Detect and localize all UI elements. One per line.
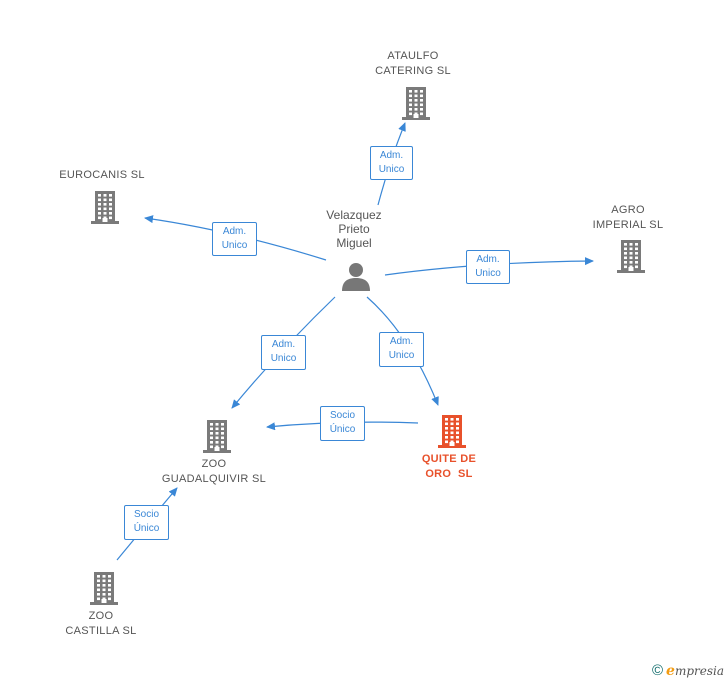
edge-label-line1: Adm. bbox=[379, 150, 404, 161]
edge-label-agro: Adm. Unico bbox=[466, 250, 510, 284]
building-icon[interactable] bbox=[615, 238, 647, 274]
person-icon[interactable] bbox=[340, 260, 372, 292]
edge-label-line2: Único bbox=[133, 523, 160, 534]
edge-label-line1: Adm. bbox=[389, 336, 414, 347]
edge-label-quite-de-oro: Adm. Unico bbox=[379, 332, 424, 367]
company-name-line1: ZOO bbox=[201, 458, 227, 470]
company-label-ataulfo[interactable]: ATAULFO CATERING SL bbox=[353, 49, 473, 79]
copyright-icon: © bbox=[651, 662, 664, 679]
company-name-line1: EUROCANIS SL bbox=[59, 169, 145, 181]
edge-label-line1: Socio bbox=[133, 509, 159, 520]
edge-label-line2: Unico bbox=[388, 350, 415, 361]
edge-label-ataulfo: Adm. Unico bbox=[370, 146, 413, 180]
company-name-line2: ORO SL bbox=[425, 468, 473, 480]
company-label-quite-de-oro[interactable]: QUITE DE ORO SL bbox=[389, 452, 509, 482]
edge-label-line2: Unico bbox=[270, 353, 297, 364]
company-label-agro[interactable]: AGRO IMPERIAL SL bbox=[568, 203, 688, 233]
edge-label-line2: Unico bbox=[475, 268, 501, 279]
company-label-zoo-guadalquivir[interactable]: ZOO GUADALQUIVIR SL bbox=[154, 457, 274, 487]
person-name-line1: Velazquez bbox=[326, 208, 382, 222]
person-name-line2: Prieto bbox=[338, 222, 370, 236]
edge-label-eurocanis: Adm. Unico bbox=[212, 222, 257, 256]
edge-label-socio-castilla: Socio Único bbox=[124, 505, 169, 540]
company-label-eurocanis[interactable]: EUROCANIS SL bbox=[42, 168, 162, 183]
company-name-line2: CATERING SL bbox=[375, 65, 451, 77]
company-name-line2: IMPERIAL SL bbox=[592, 219, 664, 231]
building-icon[interactable] bbox=[201, 418, 233, 454]
building-icon[interactable] bbox=[89, 189, 121, 225]
company-label-zoo-castilla[interactable]: ZOO CASTILLA SL bbox=[41, 609, 161, 639]
empresia-logo-text: mpresia bbox=[674, 664, 724, 678]
company-name-line1: AGRO bbox=[611, 204, 645, 216]
edge-label-line2: Unico bbox=[378, 164, 405, 175]
building-icon[interactable] bbox=[400, 85, 432, 121]
empresia-logo-e: e bbox=[666, 663, 675, 679]
edge-label-line1: Socio bbox=[329, 410, 355, 421]
building-icon[interactable] bbox=[436, 413, 468, 449]
edge-label-socio-quite: Socio Único bbox=[320, 406, 365, 441]
edge-label-zoo-guadalquivir: Adm. Unico bbox=[261, 335, 306, 370]
copyright-footer: ©empresia bbox=[652, 662, 724, 679]
person-name[interactable]: Velazquez Prieto Miguel bbox=[304, 208, 404, 250]
company-name-line2: GUADALQUIVIR SL bbox=[161, 473, 267, 485]
company-name-line1: ATAULFO bbox=[387, 50, 439, 62]
edge-label-line2: Único bbox=[329, 424, 356, 435]
edge-label-line1: Adm. bbox=[476, 254, 500, 265]
company-name-line2: CASTILLA SL bbox=[65, 625, 137, 637]
edge-label-line1: Adm. bbox=[271, 339, 296, 350]
building-icon[interactable] bbox=[88, 570, 120, 606]
person-name-line3: Miguel bbox=[336, 236, 372, 250]
edge-label-line2: Unico bbox=[221, 240, 248, 251]
company-name-line1: QUITE DE bbox=[421, 453, 477, 465]
company-name-line1: ZOO bbox=[88, 610, 114, 622]
edge-label-line1: Adm. bbox=[222, 226, 247, 237]
